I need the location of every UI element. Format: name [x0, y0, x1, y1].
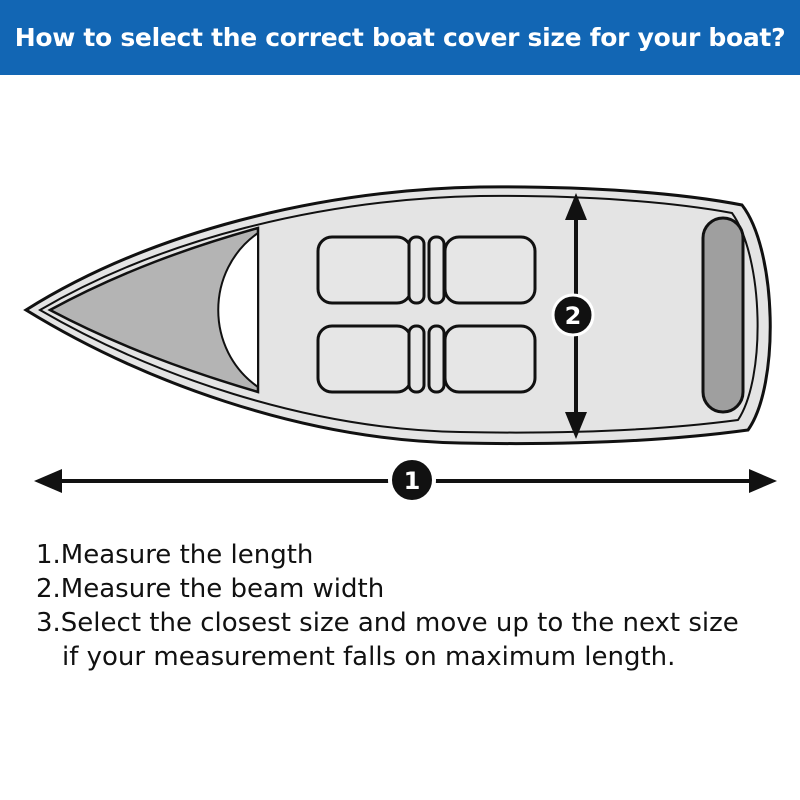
- instructions-list: 1.Measure the length 2.Measure the beam …: [36, 538, 776, 674]
- seat: [443, 324, 537, 394]
- instruction-step-1: 1.Measure the length: [36, 540, 314, 570]
- boat-hull-inner-line: [38, 194, 759, 434]
- seat-bolster: [427, 235, 446, 305]
- page-title: How to select the correct boat cover siz…: [14, 23, 786, 52]
- header-banner: How to select the correct boat cover siz…: [0, 0, 800, 75]
- length-measure-arrow: 1: [34, 456, 777, 504]
- seat-bolster: [407, 324, 426, 394]
- instruction-step-3: 3.Select the closest size and move up to…: [36, 608, 739, 638]
- boat-diagram: 2 1: [23, 185, 777, 504]
- beam-measure-arrow: 2: [551, 193, 595, 439]
- boat-outline-icon: [23, 185, 772, 446]
- arrow-head-up: [565, 193, 587, 220]
- stern-bench: [701, 216, 745, 414]
- seat-bolster: [407, 235, 426, 305]
- windshield: [217, 231, 259, 389]
- arrow-head-right: [749, 469, 777, 493]
- seat: [443, 235, 537, 305]
- instruction-step-2: 2.Measure the beam width: [36, 574, 385, 604]
- marker-circle-1: [388, 456, 436, 504]
- marker-circle-2: [551, 293, 595, 337]
- seat: [316, 235, 413, 305]
- marker-label-1: 1: [404, 467, 421, 495]
- instruction-step-3-continued: if your measurement falls on maximum len…: [62, 642, 676, 672]
- seat-bolster: [427, 324, 446, 394]
- seat: [316, 324, 413, 394]
- marker-label-2: 2: [565, 302, 582, 330]
- arrow-head-left: [34, 469, 62, 493]
- arrow-head-down: [565, 412, 587, 439]
